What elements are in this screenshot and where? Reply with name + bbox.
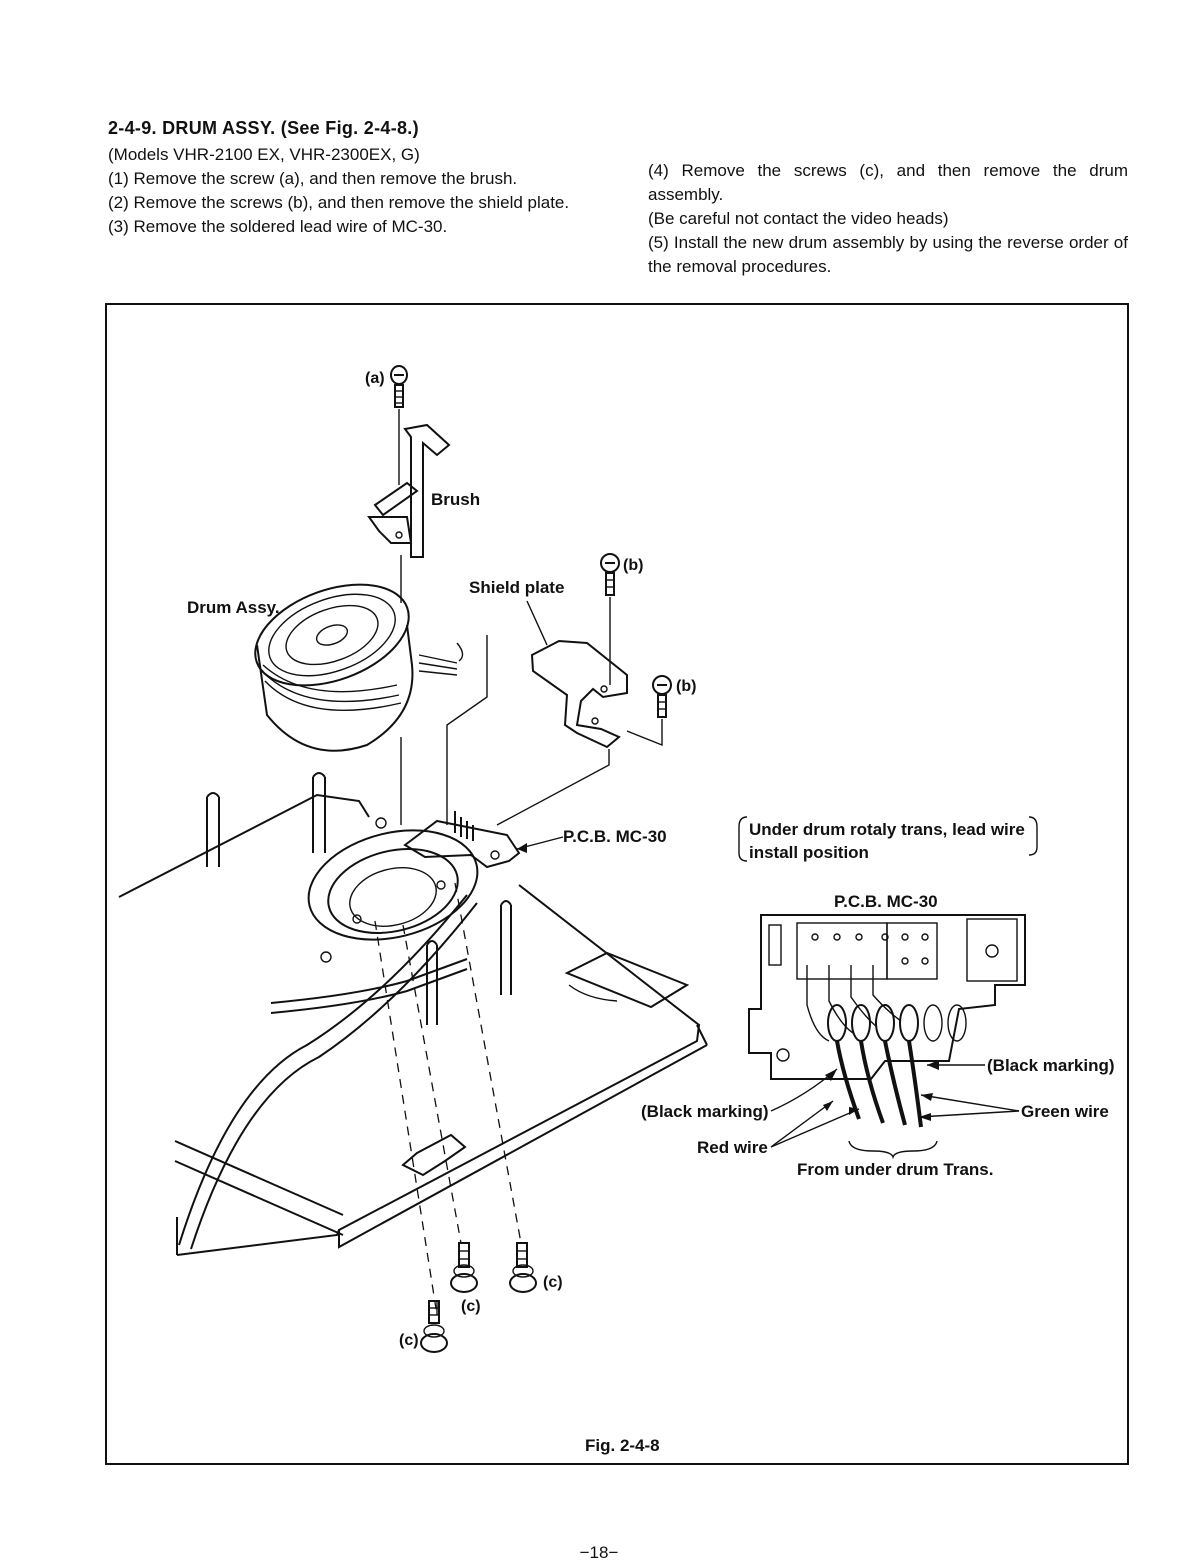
install-note-line1: Under drum rotaly trans, lead wire bbox=[749, 820, 1025, 839]
detail-pcb-board bbox=[748, 914, 1026, 1080]
screw-c-middle-icon bbox=[450, 1242, 478, 1293]
step-4: (4) Remove the screws (c), and then remo… bbox=[648, 161, 1128, 204]
screw-a-label: (a) bbox=[365, 370, 385, 387]
screw-c-right-icon bbox=[509, 1242, 537, 1293]
from-under-drum-label: From under drum Trans. bbox=[797, 1160, 993, 1179]
drum-assy-label: Drum Assy. bbox=[187, 598, 280, 617]
screw-c-left-label: (c) bbox=[399, 1332, 419, 1349]
instructions-left-column: (Models VHR-2100 EX, VHR-2300EX, G) (1) … bbox=[108, 143, 588, 239]
brush-part bbox=[367, 423, 451, 558]
step-1: (1) Remove the screw (a), and then remov… bbox=[108, 169, 518, 188]
screw-b-upper-icon bbox=[600, 553, 620, 596]
screw-b-lower-icon bbox=[652, 675, 672, 718]
shield-plate-label: Shield plate bbox=[469, 578, 564, 597]
brush-label: Brush bbox=[431, 490, 480, 509]
figure-caption: Fig. 2-4-8 bbox=[585, 1436, 660, 1455]
screw-c-left-icon bbox=[420, 1300, 448, 1353]
step-2: (2) Remove the screws (b), and then remo… bbox=[108, 193, 570, 212]
models-line: (Models VHR-2100 EX, VHR-2300EX, G) bbox=[108, 145, 420, 164]
black-marking-right-label: (Black marking) bbox=[987, 1056, 1115, 1075]
instructions-right-column: (4) Remove the screws (c), and then remo… bbox=[648, 159, 1128, 279]
shield-plate-part bbox=[530, 639, 628, 749]
drum-assembly-part bbox=[254, 583, 464, 752]
install-note-line2: install position bbox=[749, 843, 869, 862]
pcb-mc30-label: P.C.B. MC-30 bbox=[563, 827, 667, 846]
chassis-part bbox=[118, 772, 708, 1256]
exploded-diagram: (a) Brush (b) Shield plate bbox=[118, 365, 1115, 1455]
screw-b-lower-label: (b) bbox=[676, 678, 696, 695]
green-wire-label: Green wire bbox=[1021, 1102, 1109, 1121]
detail-pcb-title: P.C.B. MC-30 bbox=[834, 892, 938, 911]
black-marking-left-label: (Black marking) bbox=[641, 1102, 769, 1121]
step-3: (3) Remove the soldered lead wire of MC-… bbox=[108, 217, 448, 236]
screw-c-middle-label: (c) bbox=[461, 1298, 481, 1315]
screw-b-upper-label: (b) bbox=[623, 557, 643, 574]
caution-note: (Be careful not contact the video heads) bbox=[648, 209, 949, 228]
screw-c-right-label: (c) bbox=[543, 1274, 563, 1291]
red-wire-label: Red wire bbox=[697, 1138, 768, 1157]
figure-frame: (a) Brush (b) Shield plate bbox=[105, 303, 1129, 1465]
page-number: −18− bbox=[579, 1543, 619, 1562]
pcb-mc30-part bbox=[403, 811, 521, 869]
screw-a-icon bbox=[390, 365, 408, 408]
step-5: (5) Install the new drum assembly by usi… bbox=[648, 233, 1128, 276]
section-heading: 2-4-9. DRUM ASSY. (See Fig. 2-4-8.) bbox=[108, 118, 419, 138]
